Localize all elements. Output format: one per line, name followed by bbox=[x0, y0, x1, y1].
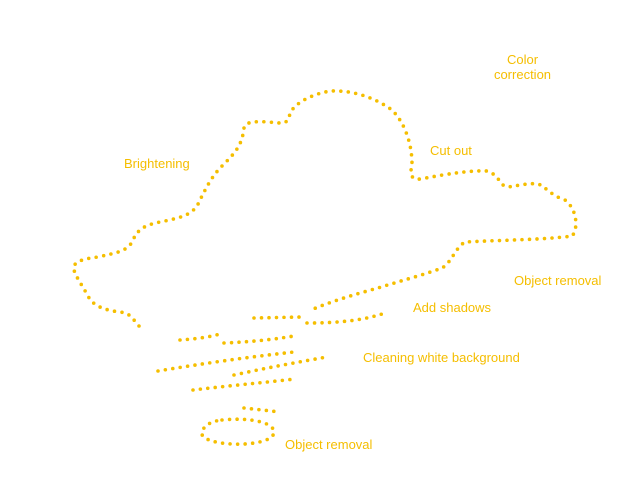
dotted-clean-stroke-3 bbox=[156, 350, 296, 373]
label-cleaning-white-background: Cleaning white background bbox=[363, 350, 520, 365]
label-cut-out: Cut out bbox=[430, 143, 472, 158]
dotted-removal-ellipse bbox=[200, 417, 276, 446]
label-object-removal-right: Object removal bbox=[514, 273, 602, 288]
dotted-clean-stroke-5 bbox=[191, 377, 297, 392]
label-color-correction: Color correction bbox=[493, 52, 552, 82]
dotted-removal-stroke bbox=[242, 406, 282, 414]
dotted-shadow-stroke-1 bbox=[252, 315, 304, 320]
dotted-cloud-outline bbox=[72, 89, 578, 328]
dotted-clean-stroke-1 bbox=[178, 332, 222, 342]
label-object-removal-bottom: Object removal bbox=[285, 437, 373, 452]
label-add-shadows: Add shadows bbox=[413, 300, 492, 315]
dotted-clean-stroke-4 bbox=[232, 355, 329, 377]
dotted-clean-stroke-2 bbox=[222, 334, 296, 345]
dotted-shadow-stroke-2 bbox=[305, 311, 387, 325]
label-brightening: Brightening bbox=[124, 156, 190, 171]
